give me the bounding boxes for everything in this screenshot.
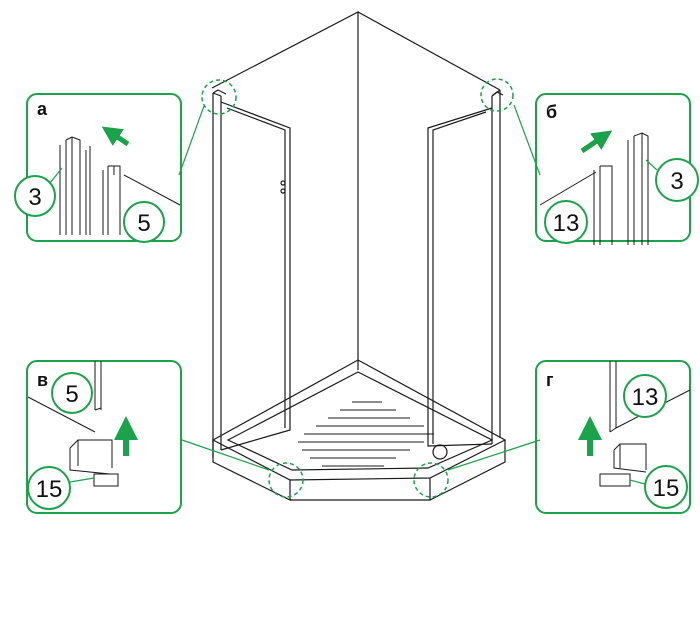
panel-v-label-5-circle [51,372,93,414]
top-rail-right [491,91,504,97]
top-rail-left [212,89,227,95]
detail-panel-g: г 13 15 [535,360,691,514]
right-door-inner [432,111,487,444]
panel-a-arrow [101,126,130,147]
panel-b-arrow [580,130,613,154]
panel-a-profiles [59,136,181,235]
marker-a [201,79,237,115]
shower-tray-front [290,478,431,501]
panel-b-letter: б [546,102,557,122]
panel-v-letter: в [37,370,48,390]
panel-g-label-13-circle [623,374,667,418]
panel-a-letter: а [37,99,48,119]
marker-b [480,78,514,112]
panel-a-label-3-circle [14,175,56,217]
door-handle-top [280,180,286,186]
left-door [220,101,291,451]
shower-tray-top [211,359,507,481]
door-handle-bottom [280,188,286,194]
panel-b-profiles [539,132,649,245]
panel-a-label-3: 3 [28,184,41,211]
panel-b-label-13: 13 [553,210,580,237]
tray-ribs [298,401,434,467]
back-wall-right [357,11,501,91]
panel-b-label-13-circle [544,200,588,244]
panel-b-label-3: 3 [670,168,683,195]
drain [432,444,448,460]
panel-a-label-5-circle [123,201,165,243]
marker-g [413,462,449,498]
shower-tray-inner [226,371,494,471]
left-door-inner [226,107,286,428]
shower-tray-front-right [429,440,506,501]
panel-a-label-5: 5 [137,210,150,237]
right-door [427,107,493,447]
leader-lines [178,104,541,471]
panel-g-label-15: 15 [653,475,680,502]
detail-markers [201,78,514,498]
panel-g-label-15-circle [644,465,688,509]
panel-g-frame [535,360,691,514]
right-side-panel [491,89,501,444]
detail-panel-b: б 13 3 [535,93,699,245]
panel-g-letter: г [546,370,554,390]
panel-g-label-13: 13 [632,384,659,411]
panel-v-label-5: 5 [65,381,78,408]
panel-b-label-3-circle [655,158,699,202]
left-side-panel [212,92,222,458]
panel-v-label-15: 15 [36,476,63,503]
detail-panel-a: а 3 5 [14,93,182,243]
detail-panel-v: в 5 15 [26,360,182,514]
panel-v-label-15-circle [27,466,71,510]
marker-v [268,462,304,498]
panel-v-glass [27,361,119,487]
panel-a-frame [26,93,182,242]
shower-enclosure [211,11,507,501]
panel-v-frame [26,360,182,514]
